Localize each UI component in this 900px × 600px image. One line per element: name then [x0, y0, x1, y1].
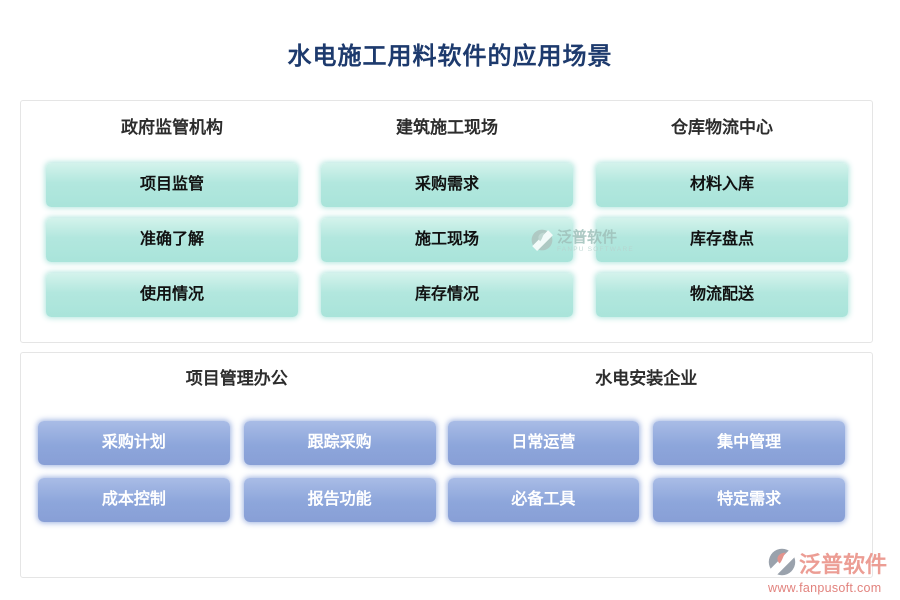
scenario-button[interactable]: 物流配送 [596, 273, 848, 317]
scenario-button[interactable]: 准确了解 [46, 218, 298, 262]
button-grid: 日常运营 集中管理 必备工具 特定需求 [447, 421, 845, 522]
group-header: 项目管理办公 [185, 369, 288, 388]
scenario-button[interactable]: 成本控制 [38, 478, 230, 522]
page-title: 水电施工用料软件的应用场景 [287, 43, 613, 70]
top-panel: 政府监管机构 项目监管 准确了解 使用情况 建筑施工现场 采购需求 施工现场 库… [20, 100, 873, 343]
watermark-url: www.fanpusoft.com [768, 581, 882, 595]
group-warehouse-logistics: 仓库物流中心 材料入库 库存盘点 物流配送 [596, 115, 848, 342]
scenario-button[interactable]: 特定需求 [653, 478, 845, 522]
group-construction-site: 建筑施工现场 采购需求 施工现场 库存情况 [321, 115, 573, 342]
button-grid: 采购计划 跟踪采购 成本控制 报告功能 [38, 421, 436, 522]
scenario-button[interactable]: 项目监管 [46, 163, 298, 207]
group-government: 政府监管机构 项目监管 准确了解 使用情况 [46, 115, 298, 342]
scenario-button[interactable]: 材料入库 [596, 163, 848, 207]
group-header: 建筑施工现场 [396, 118, 498, 137]
scenario-button[interactable]: 跟踪采购 [243, 421, 436, 465]
group-header: 仓库物流中心 [671, 118, 773, 137]
group-header: 水电安装企业 [595, 369, 698, 388]
scenario-button[interactable]: 日常运营 [447, 421, 640, 465]
scenario-button[interactable]: 库存情况 [321, 273, 573, 317]
scenario-button[interactable]: 报告功能 [243, 478, 436, 522]
scenario-button[interactable]: 集中管理 [653, 421, 845, 465]
scenario-button[interactable]: 施工现场 [321, 218, 573, 262]
scenario-button[interactable]: 采购需求 [321, 163, 573, 207]
scenario-button[interactable]: 库存盘点 [596, 218, 848, 262]
scenario-button[interactable]: 必备工具 [447, 478, 640, 522]
scenario-button[interactable]: 采购计划 [38, 421, 230, 465]
group-header: 政府监管机构 [121, 118, 223, 137]
bottom-panel: 项目管理办公 采购计划 跟踪采购 成本控制 报告功能 水电安装企业 日常运营 集… [20, 352, 873, 578]
group-installation-enterprise: 水电安装企业 日常运营 集中管理 必备工具 特定需求 [447, 366, 845, 577]
group-project-management: 项目管理办公 采购计划 跟踪采购 成本控制 报告功能 [38, 366, 436, 577]
scenario-button[interactable]: 使用情况 [46, 273, 298, 317]
